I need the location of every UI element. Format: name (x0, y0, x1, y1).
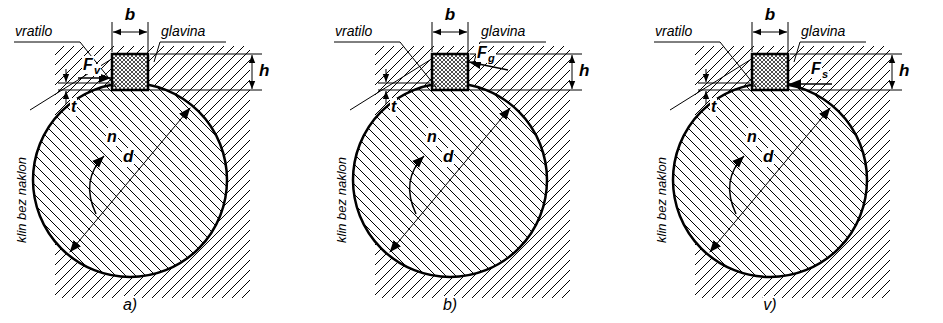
dimension-line (572, 55, 573, 89)
dimension-label: h (578, 62, 590, 81)
leader-line (800, 42, 866, 43)
dimension-line (386, 91, 387, 104)
extension-line (468, 22, 469, 52)
diameter-line (390, 108, 511, 253)
extension-line (698, 90, 750, 91)
diameter-line (710, 108, 831, 253)
force-label: F (476, 44, 488, 62)
leader-line (14, 42, 80, 43)
dimension-label: t (70, 98, 77, 116)
key (432, 54, 468, 90)
part-name: vratilo (14, 24, 53, 39)
dimension-line (706, 91, 707, 104)
dimension-label: b (764, 6, 776, 25)
rotation-arrow (730, 156, 744, 214)
leader-line (794, 42, 800, 62)
shaft-hub-section (14, 22, 262, 298)
force-label: F (82, 56, 94, 74)
note-label: klin bez naklon (655, 156, 669, 244)
dimension-label: b (124, 6, 136, 25)
part-name: glavina (480, 24, 526, 39)
force-subscript: s (821, 68, 829, 80)
force-label: F (810, 60, 822, 78)
extension-line (148, 22, 149, 52)
dimension-line (753, 32, 787, 33)
leader-line (720, 42, 756, 87)
key (112, 54, 148, 90)
extension-line (790, 90, 902, 91)
leader-line (480, 42, 546, 43)
note-label: klin bez naklon (15, 156, 29, 244)
rotation-arrow (410, 156, 424, 214)
shaft-hub-section (334, 22, 582, 298)
extension-line (432, 22, 433, 52)
panel-label: a) (122, 296, 138, 314)
leader-line (654, 42, 720, 43)
leader-line (400, 42, 436, 87)
part-name: glavina (800, 24, 846, 39)
rotation-label: n (426, 128, 438, 146)
dimension-line (892, 55, 893, 89)
dimension-label: h (898, 62, 910, 81)
dimension-label: h (258, 62, 270, 81)
extension-line (752, 22, 753, 52)
dimension-line (66, 91, 67, 104)
extension-line (788, 22, 789, 52)
leader-line (154, 42, 160, 62)
dimension-line (386, 69, 387, 82)
rotation-label: n (106, 128, 118, 146)
extension-line (378, 90, 430, 91)
diameter-label: d (442, 148, 454, 167)
key (752, 54, 788, 90)
dimension-label: t (710, 98, 717, 116)
shaft (353, 83, 547, 277)
force-arrow (78, 77, 111, 79)
extension-line (698, 83, 750, 84)
panel-label: v) (762, 296, 777, 314)
rotation-label: n (746, 128, 758, 146)
leader-line (80, 42, 116, 87)
shaft (673, 83, 867, 277)
dimension-line (706, 69, 707, 82)
force-arrow (789, 83, 832, 85)
part-name: vratilo (334, 24, 373, 39)
shaft (33, 83, 227, 277)
diameter-label: d (122, 148, 134, 167)
force-subscript: v (93, 64, 101, 76)
force-subscript: g (487, 52, 496, 64)
extension-line (378, 83, 430, 84)
leader-line (334, 42, 400, 43)
dimension-label: b (444, 6, 456, 25)
extension-line (790, 54, 902, 55)
extension-line (150, 54, 262, 55)
dimension-line (113, 32, 147, 33)
dimension-line (252, 55, 253, 89)
panel-label: b) (442, 296, 458, 314)
dimension-line (66, 69, 67, 82)
leader-line (160, 42, 226, 43)
note-label: klin bez naklon (335, 156, 349, 244)
dimension-label: t (390, 98, 397, 116)
part-name: glavina (160, 24, 206, 39)
part-name: vratilo (654, 24, 693, 39)
extension-line (150, 90, 262, 91)
extension-line (58, 90, 110, 91)
extension-line (470, 90, 582, 91)
diameter-label: d (762, 148, 774, 167)
extension-line (58, 83, 110, 84)
diameter-line (70, 108, 191, 253)
extension-line (112, 22, 113, 52)
dimension-line (433, 32, 467, 33)
rotation-arrow (90, 156, 104, 214)
shaft-hub-section (654, 22, 902, 298)
